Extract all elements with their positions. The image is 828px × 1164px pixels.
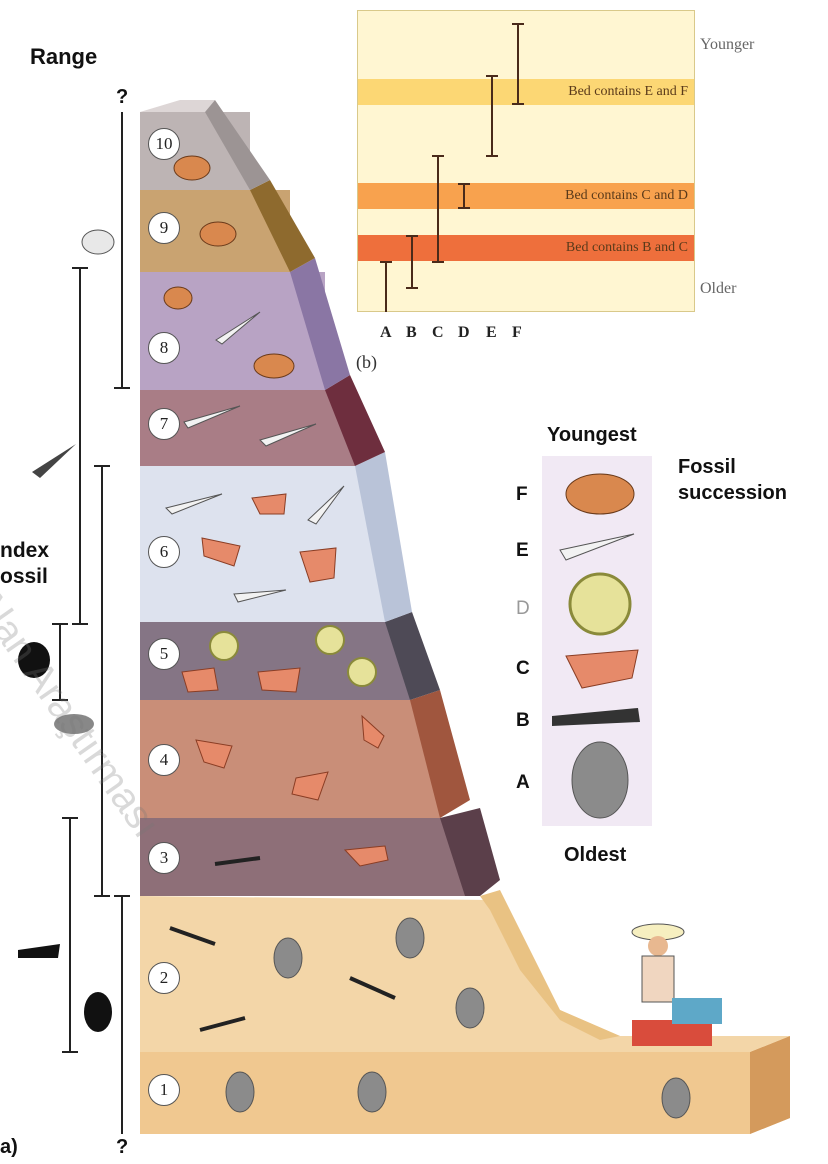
legend-letter-b: B [516, 710, 530, 732]
geologist-figure [632, 924, 722, 1046]
bed-number-2: 2 [148, 962, 180, 994]
bed-number-5: 5 [148, 638, 180, 670]
brachiopod-icon [566, 650, 638, 688]
bed-number-7: 7 [148, 408, 180, 440]
question-bottom: ? [116, 1136, 128, 1159]
bed-number-4: 4 [148, 744, 180, 776]
inset-col-c: C [432, 324, 444, 342]
bed-number-8: 8 [148, 332, 180, 364]
snail-shell-icon [560, 534, 634, 560]
trilobite-icon [572, 742, 628, 818]
bed-4-front [140, 700, 440, 818]
legend-letter-f: F [516, 484, 528, 506]
legend-title-line2: succession [678, 480, 787, 506]
range-title: Range [30, 44, 97, 70]
inset-older-label: Older [700, 280, 736, 298]
bed-number-1: 1 [148, 1074, 180, 1106]
index-label-line2: ossil [0, 564, 49, 590]
legend-letter-d: D [516, 598, 530, 620]
inset-col-e: E [486, 324, 497, 342]
inset-col-d: D [458, 324, 470, 342]
clam-icon [566, 474, 634, 514]
legend-oldest: Oldest [564, 844, 626, 867]
legend-letter-e: E [516, 540, 529, 562]
panel-a-label: a) [0, 1136, 18, 1159]
inset-col-b: B [406, 324, 417, 342]
bed-number-6: 6 [148, 536, 180, 568]
bed-number-10: 10 [148, 128, 180, 160]
graptolite-icon [552, 708, 640, 726]
bed-1-side [750, 1036, 790, 1134]
inset-col-f: F [512, 324, 522, 342]
ammonite-icon [570, 574, 630, 634]
inset-col-a: A [380, 324, 392, 342]
index-label-line1: ndex [0, 538, 49, 564]
question-top: ? [116, 86, 128, 109]
legend-letter-a: A [516, 772, 530, 794]
inset-younger-label: Younger [700, 36, 754, 54]
bed-number-9: 9 [148, 212, 180, 244]
bed-number-3: 3 [148, 842, 180, 874]
legend-title: Fossil succession [678, 454, 787, 506]
legend-youngest: Youngest [547, 424, 637, 447]
legend-title-line1: Fossil [678, 454, 787, 480]
index-fossil-label: ndex ossil [0, 538, 49, 590]
bed-3-front [140, 818, 465, 896]
panel-b-label: (b) [356, 352, 377, 373]
legend-letter-c: C [516, 658, 530, 680]
legend-icons [542, 456, 652, 826]
